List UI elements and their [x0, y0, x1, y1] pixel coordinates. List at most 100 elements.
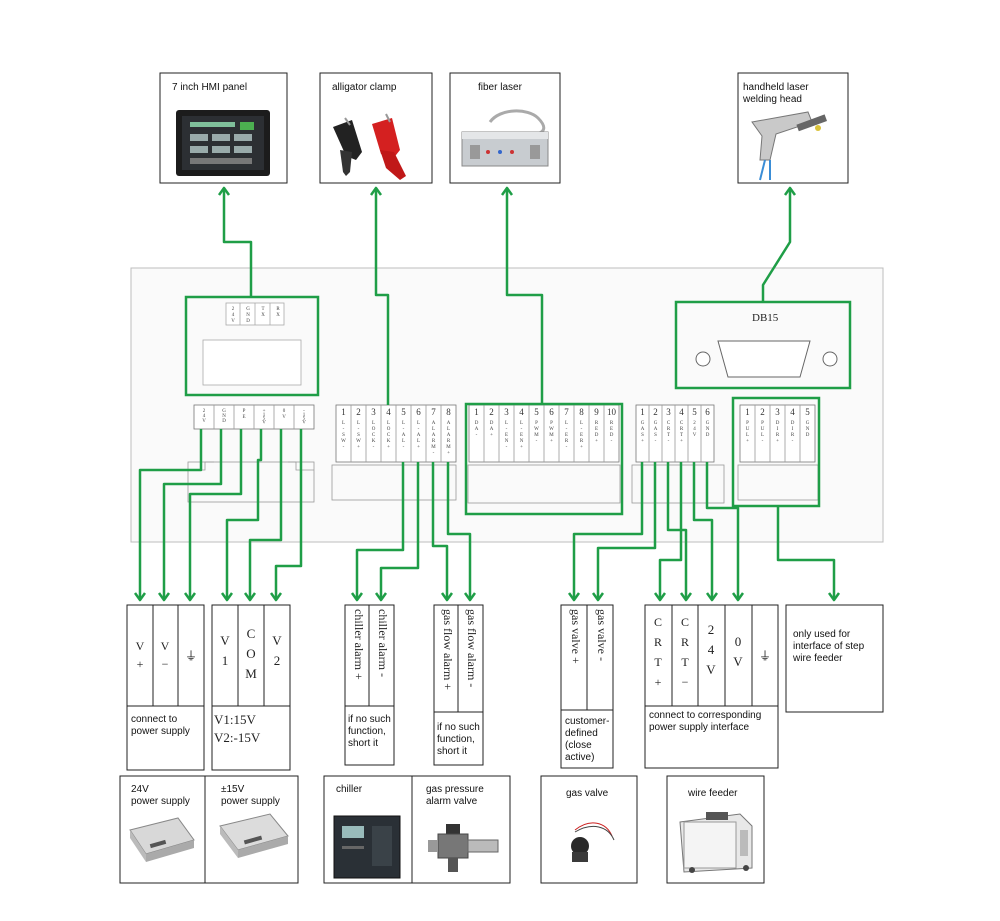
terminal-number: 4 — [790, 407, 795, 417]
terminal-pin-char: 0 — [283, 409, 286, 414]
terminal-pin-char: E — [242, 415, 245, 420]
wire-crt-minus-arrow — [679, 592, 693, 602]
wire-24v-out — [692, 462, 714, 600]
wire-24v-plus-arrow — [133, 592, 147, 602]
terminal-pin-char: L — [520, 421, 523, 426]
terminal-number: 1 — [474, 407, 479, 417]
terminal-number: 7 — [431, 407, 436, 417]
terminal-pin-char: L — [432, 427, 435, 432]
terminal-pin-char: G — [806, 421, 810, 426]
terminal-number: 7 — [564, 407, 569, 417]
wire-to-laser-arrow — [500, 186, 514, 196]
terminal-pin-char: 4 — [203, 414, 206, 419]
terminal-pin-char: 1 — [263, 413, 266, 418]
db15-connector: DB15 — [674, 300, 852, 390]
hmi-pin-char: R — [276, 307, 280, 312]
terminal-pin-char: M — [549, 433, 554, 438]
terminal-pin-char: 2 — [693, 421, 696, 426]
terminal-pin-char: T — [680, 433, 683, 438]
terminal-pin-char: O — [372, 427, 376, 432]
terminal-pin-char: I — [777, 427, 779, 432]
laser-terminal: 1DA-2DA+3L-EN-4L-EN+5PWM-6PWM+7L-ER-8L-E… — [467, 404, 621, 504]
laser-connector-highlight — [464, 402, 624, 516]
terminal-pin-char: P — [761, 421, 764, 426]
device-hmi-panel: 7 inch HMI panel — [159, 72, 288, 184]
block-cell-text: gas valve - — [595, 609, 609, 661]
device-label: alligator clamp — [332, 82, 397, 93]
terminal-pin-char: L — [761, 433, 764, 438]
terminal-pin-char: S — [641, 433, 644, 438]
terminal-pin-char: R — [791, 433, 795, 438]
terminal-pin-char: V — [202, 419, 206, 424]
wire-crt-plus-arrow — [653, 592, 667, 602]
block-cell-text: ⏚ — [185, 649, 197, 663]
terminal-pin-char: E — [505, 433, 508, 438]
terminal-pin-char: L — [372, 421, 375, 426]
wire-to-head-arrow — [783, 186, 797, 196]
terminal-pin-char: L — [402, 439, 405, 444]
terminal-pin-char: R — [776, 433, 780, 438]
pressure-valve-icon — [428, 824, 499, 872]
block-cell-text: ⏚ — [759, 649, 771, 663]
terminal-pin-char: D — [776, 421, 780, 426]
terminal-pin-char: A — [432, 433, 436, 438]
terminal-number: 5 — [401, 407, 406, 417]
wire-15v-plus — [225, 429, 263, 600]
device-label: fiber laser — [478, 82, 523, 93]
terminal-pin-char: C — [667, 421, 671, 426]
block-cell-text: gas valve + — [569, 609, 583, 664]
block-cell-text: + — [137, 657, 144, 671]
block-cell-text: 2 — [708, 622, 715, 637]
wire-15v-com-arrow — [243, 592, 257, 602]
terminal-number: 3 — [371, 407, 376, 417]
terminal-pin-char: S — [357, 433, 360, 438]
terminal-pin-char: R — [680, 427, 684, 432]
terminal-pin-char: M — [446, 445, 451, 450]
block-cell-text: O — [246, 646, 255, 661]
block-cell-text: chiller alarm + — [352, 609, 366, 680]
terminal-pin-char: N — [806, 427, 810, 432]
terminal-pin-char: E — [595, 427, 598, 432]
terminal-pin-char: M — [431, 445, 436, 450]
terminal-number: 3 — [504, 407, 509, 417]
alligator-clamp-icon — [333, 113, 406, 180]
terminal-number: 10 — [607, 407, 617, 417]
terminal-number: 3 — [666, 407, 671, 417]
terminal-pin-char: - — [792, 439, 794, 444]
hmi-pin-char: D — [246, 319, 250, 324]
terminal-pin-char: C — [680, 421, 684, 426]
terminal-pin-char: L — [402, 421, 405, 426]
terminal-pin-char: A — [654, 427, 658, 432]
wire-gasflow-minus — [446, 462, 472, 600]
device-chiller: chiller — [323, 775, 413, 884]
terminal-pin-char: + — [580, 445, 583, 450]
terminal-pin-char: + — [680, 439, 683, 444]
device-alligator-clamp: alligator clamp — [319, 72, 433, 184]
terminal-pin-char: S — [654, 433, 657, 438]
terminal-pin-char: G — [641, 421, 645, 426]
block-cell-text: − — [682, 675, 689, 689]
terminal-pin-char: A — [402, 433, 406, 438]
wire-gasvalve-plus-arrow — [567, 592, 581, 602]
wire-pe-arrow — [183, 592, 197, 602]
terminal-pin-char: K — [372, 439, 376, 444]
db15-label: DB15 — [752, 312, 779, 324]
block-cell-text: − — [162, 657, 169, 671]
terminal-pin-char: S — [342, 433, 345, 438]
block-cell-text: C — [247, 626, 256, 641]
terminal-pin-char: L — [357, 421, 360, 426]
terminal-pin-char: - — [358, 427, 360, 432]
terminal-pin-char: P — [243, 409, 246, 414]
terminal-pin-char: - — [536, 439, 538, 444]
terminal-pin-char: 2 — [203, 409, 206, 414]
hmi-pin-char: 4 — [232, 313, 235, 318]
block-cell-text: V — [733, 654, 743, 669]
terminal-pin-char: D — [610, 433, 614, 438]
block-cell-text: M — [245, 666, 257, 681]
